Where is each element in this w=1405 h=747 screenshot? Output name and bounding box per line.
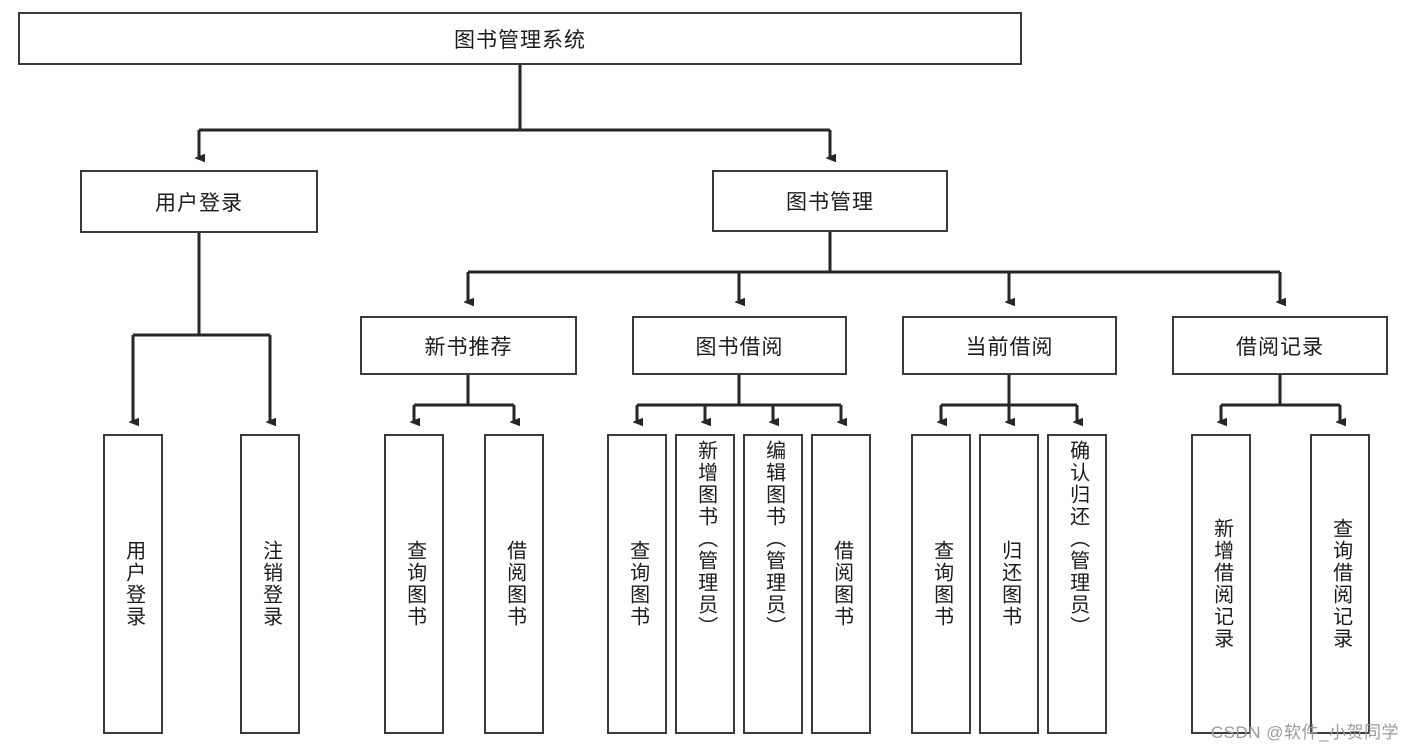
- node-user-login[interactable]: 用户登录: [80, 170, 318, 233]
- leaf-borrow-add-book[interactable]: 新增图书（管理员）: [675, 434, 735, 734]
- node-book-management-label: 图书管理: [786, 191, 874, 214]
- leaf-label: 编辑图书（管理员）: [762, 440, 785, 638]
- leaf-label: 确认归还（管理员）: [1066, 440, 1089, 638]
- node-book-management[interactable]: 图书管理: [712, 170, 948, 232]
- node-root[interactable]: 图书管理系统: [18, 12, 1022, 65]
- leaf-label: 新增图书（管理员）: [694, 440, 717, 638]
- node-borrow-record[interactable]: 借阅记录: [1172, 316, 1388, 375]
- leaf-label: 用户登录: [122, 540, 145, 628]
- leaf-label: 查询借阅记录: [1329, 518, 1352, 650]
- node-borrow-record-label: 借阅记录: [1236, 335, 1324, 359]
- leaf-label: 借阅图书: [830, 540, 853, 628]
- node-current-borrow-label: 当前借阅: [965, 335, 1054, 359]
- node-user-login-label: 用户登录: [155, 191, 243, 215]
- node-current-borrow[interactable]: 当前借阅: [902, 316, 1117, 375]
- node-book-borrow[interactable]: 图书借阅: [632, 316, 847, 375]
- node-new-book-recommend-label: 新书推荐: [424, 335, 513, 359]
- leaf-new-book-query[interactable]: 查询图书: [384, 434, 444, 734]
- leaf-borrow-borrow-book[interactable]: 借阅图书: [811, 434, 871, 734]
- leaf-label: 注销登录: [259, 540, 282, 628]
- leaf-current-query-book[interactable]: 查询图书: [911, 434, 971, 734]
- leaf-label: 查询图书: [626, 540, 649, 628]
- leaf-label: 新增借阅记录: [1210, 518, 1233, 650]
- leaf-label: 查询图书: [930, 540, 953, 628]
- node-root-label: 图书管理系统: [454, 28, 586, 52]
- leaf-label: 查询图书: [403, 540, 426, 628]
- node-new-book-recommend[interactable]: 新书推荐: [360, 316, 577, 375]
- leaf-user-login-signin[interactable]: 用户登录: [103, 434, 163, 734]
- leaf-user-login-signout[interactable]: 注销登录: [240, 434, 300, 734]
- leaf-current-confirm-return[interactable]: 确认归还（管理员）: [1047, 434, 1107, 734]
- leaf-borrow-edit-book[interactable]: 编辑图书（管理员）: [743, 434, 803, 734]
- leaf-label: 归还图书: [998, 540, 1021, 628]
- leaf-borrow-query-book[interactable]: 查询图书: [607, 434, 667, 734]
- leaf-current-return-book[interactable]: 归还图书: [979, 434, 1039, 734]
- node-book-borrow-label: 图书借阅: [695, 335, 784, 359]
- leaf-record-add[interactable]: 新增借阅记录: [1191, 434, 1251, 734]
- leaf-label: 借阅图书: [503, 540, 526, 628]
- leaf-record-query[interactable]: 查询借阅记录: [1310, 434, 1370, 734]
- leaf-new-book-borrow[interactable]: 借阅图书: [484, 434, 544, 734]
